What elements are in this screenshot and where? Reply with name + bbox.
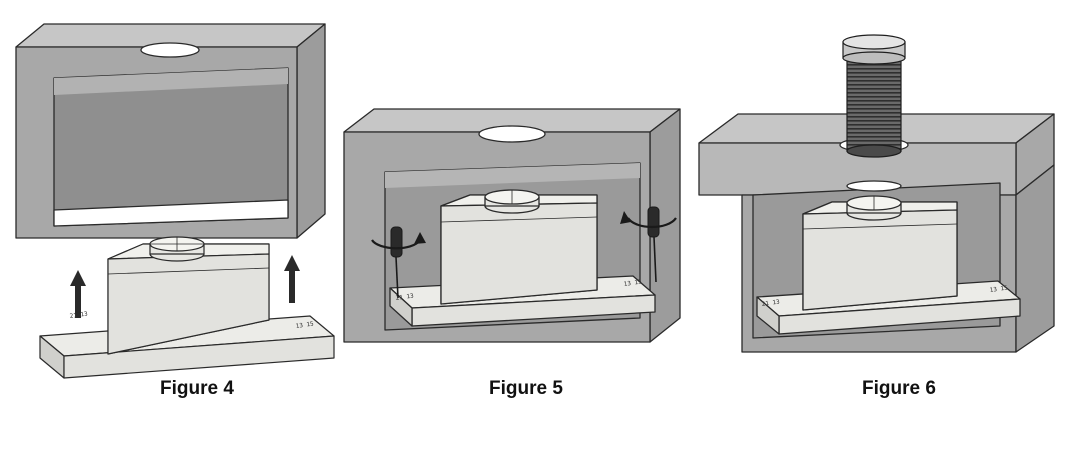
svg-text:13 15: 13 15 [295,320,314,329]
figure-5-caption: Figure 5 [489,378,563,399]
svg-text:13 15: 13 15 [989,284,1008,293]
up-arrow-icon [70,270,86,318]
rotation-arrow-icon [620,211,677,229]
flexible-duct-icon [842,34,906,158]
rotation-arrow-icon [371,232,426,250]
figure-4-illustration: 21 13 13 15 [15,23,335,379]
figure-4-hood-insert: 21 13 13 15 [39,236,335,379]
svg-text:21 13: 21 13 [69,310,88,319]
figure-6-illustration: 21 13 13 15 [698,34,1055,353]
screwdriver-icon [390,226,403,299]
figure-6-cabinet: 21 13 13 15 [698,113,1055,353]
figure-6-caption: Figure 6 [862,378,936,399]
svg-text:13 15: 13 15 [623,278,642,287]
svg-text:21 13: 21 13 [395,292,414,301]
figure-5-cabinet: 21 13 13 15 [343,108,681,343]
svg-text:21 13: 21 13 [761,298,780,307]
figure-4-caption: Figure 4 [160,378,234,399]
up-arrow-icon [284,255,300,303]
figure-4-cabinet [15,23,326,239]
screwdriver-icon [647,206,660,283]
figure-5-illustration: 21 13 13 15 [343,108,681,343]
